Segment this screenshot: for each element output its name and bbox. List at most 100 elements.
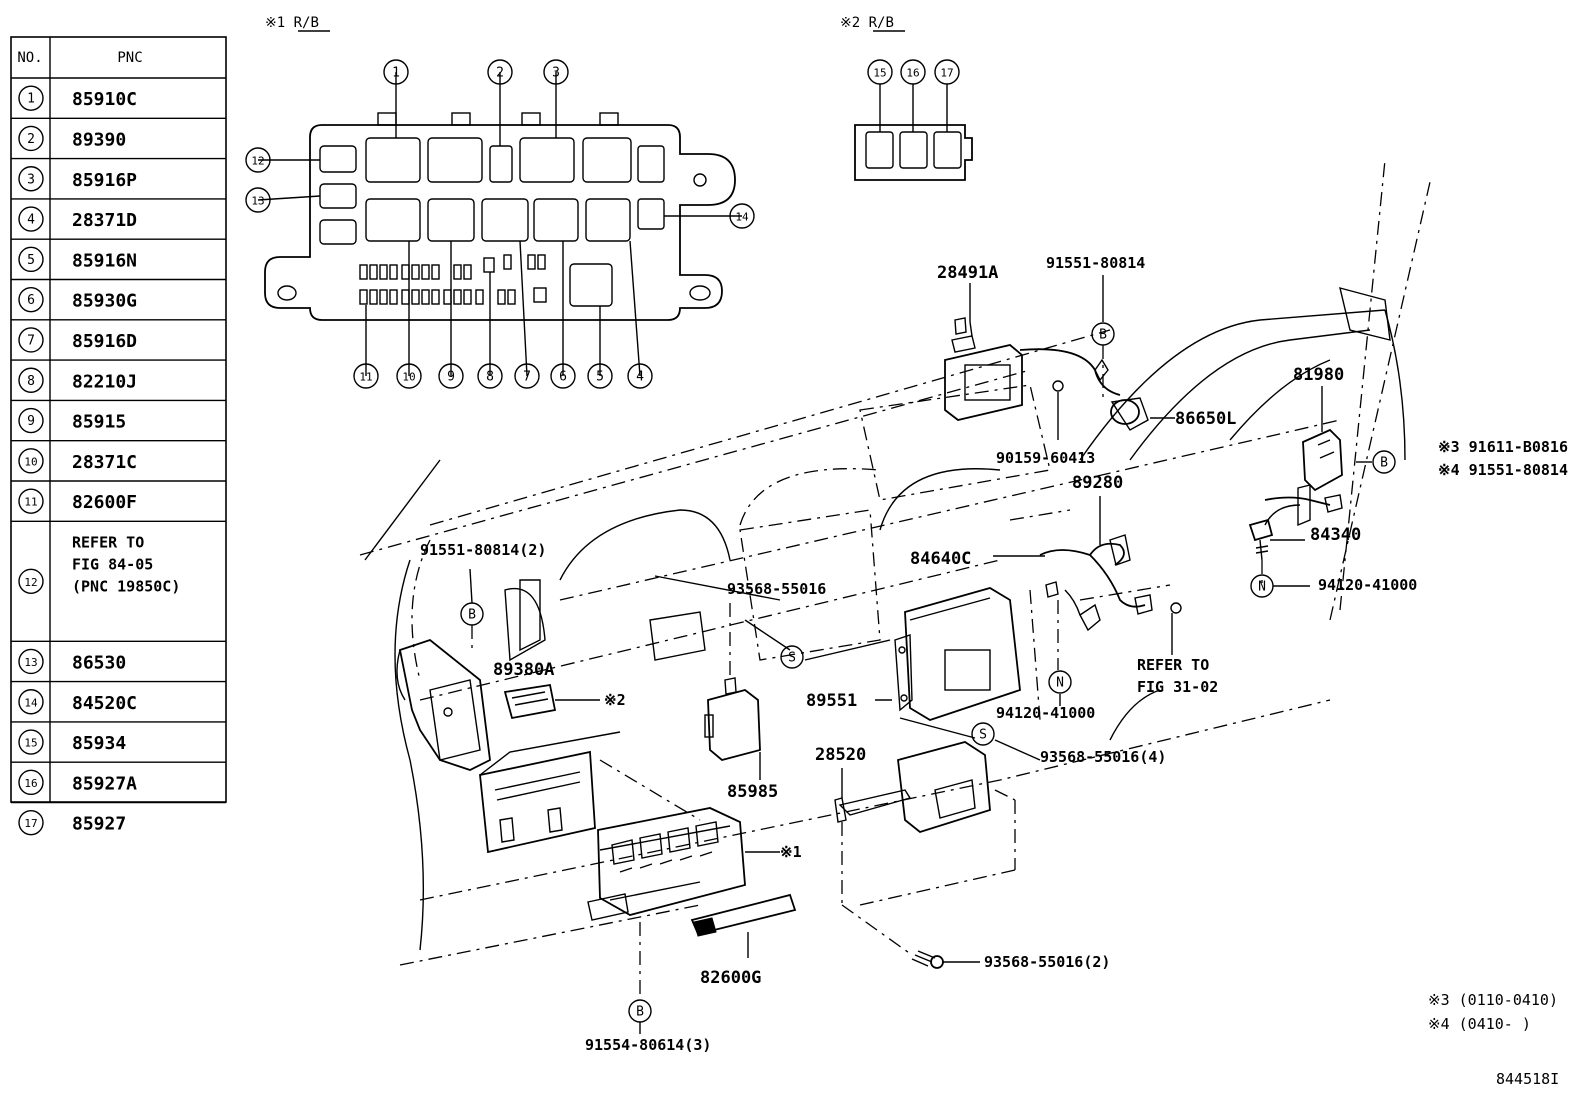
row-number-5-text: 5 — [27, 253, 35, 268]
marker-s-right-text: S — [979, 728, 987, 743]
label-28491A: 28491A — [937, 263, 998, 283]
rb1-callout-6: 6 — [550, 363, 576, 389]
row-number-14-text: 14 — [24, 696, 38, 709]
table-row: 9 85915 — [18, 407, 126, 434]
instrument-panel-outline — [359, 159, 1431, 966]
rb1-callout-14-text: 14 — [735, 211, 749, 224]
marker-b-bottom-text: B — [636, 1005, 644, 1020]
rb2-callout-16-text: 16 — [906, 67, 919, 80]
rb1-callout-10-text: 10 — [402, 371, 415, 384]
row-pnc: 82600F — [72, 492, 137, 513]
row-pnc: 85916D — [72, 331, 137, 352]
connector-81980 — [1264, 428, 1343, 527]
row-number-1: 1 — [18, 85, 44, 111]
module-85985 — [704, 677, 761, 761]
marker-b-right: B — [1372, 450, 1396, 474]
row-pnc: 85930G — [72, 291, 137, 312]
row-pnc: 28371C — [72, 452, 137, 473]
row-pnc: 85916P — [72, 170, 137, 191]
switch-84340 — [1248, 504, 1301, 561]
relay-block-2-part — [503, 683, 557, 720]
row-number-9: 9 — [18, 407, 44, 434]
row-pnc: 28371D — [72, 210, 137, 231]
row-number-5: 5 — [18, 246, 44, 273]
rb1-callout-12-text: 12 — [251, 155, 264, 168]
rb1-callout-13-text: 13 — [251, 195, 264, 208]
table-row: 16 85927A — [18, 769, 137, 796]
table-header-no: NO. — [17, 50, 42, 66]
strip-82600G — [690, 893, 797, 937]
row-number-4: 4 — [18, 206, 44, 232]
marker-s-mid: S — [780, 645, 804, 669]
label-84640C: 84640C — [910, 549, 971, 569]
note-x3: ※3 (0110-0410) — [1428, 991, 1558, 1009]
relay-block-1: ※1 R/B — [245, 15, 755, 389]
rb2-callout-16: 16 — [900, 59, 926, 85]
row-number-12-text: 12 — [24, 576, 37, 589]
row-number-16: 16 — [18, 769, 44, 796]
rb1-callout-12: 12 — [245, 147, 271, 173]
marker-s-mid-text: S — [788, 651, 796, 666]
rb1-callout-7: 7 — [514, 363, 540, 389]
rb1-callout-8-text: 8 — [486, 370, 494, 385]
relay-block-1-part — [587, 807, 746, 921]
figure-id: 844518I — [1496, 1070, 1559, 1088]
row-number-15-text: 15 — [24, 737, 37, 750]
label-94120-41000-right: 94120-41000 — [1318, 576, 1417, 594]
rb1-callout-13: 13 — [245, 187, 271, 213]
notes: ※3 (0110-0410) ※4 (0410- ) 844518I — [1428, 991, 1559, 1088]
row-number-13: 13 — [18, 648, 44, 675]
rb1-callout-6-text: 6 — [559, 370, 567, 385]
row-number-16-text: 16 — [24, 777, 37, 790]
label-93568-55016: 93568-55016 — [727, 580, 826, 598]
label-91551-80814-2: 91551-80814(2) — [420, 541, 546, 559]
row-pnc-line: (PNC 19850C) — [72, 577, 180, 595]
bolt-93568-55016-2 — [911, 950, 944, 969]
rb1-callout-5-text: 5 — [596, 370, 604, 385]
row-number-2: 2 — [18, 125, 44, 152]
marker-b-right-text: B — [1380, 456, 1388, 471]
rb1-callout-4: 4 — [627, 363, 653, 389]
row-pnc: 85910C — [72, 89, 137, 110]
row-pnc: 85915 — [72, 412, 126, 433]
rb2-callout-15: 15 — [867, 59, 893, 85]
bracket-relay-block — [479, 731, 621, 854]
marker-b-top: B — [1091, 322, 1115, 346]
rb1-callout-9-text: 9 — [447, 370, 455, 385]
label-94120-41000-mid: 94120-41000 — [996, 704, 1095, 722]
label-ref-x2: ※2 — [604, 691, 626, 709]
label-93568-55016-4: 93568-55016(4) — [1040, 748, 1166, 766]
row-number-9-text: 9 — [27, 414, 35, 429]
rb1-callout-10: 10 — [396, 363, 422, 389]
label-90159-60413: 90159-60413 — [996, 449, 1095, 467]
label-82600G: 82600G — [700, 968, 761, 988]
row-number-3-text: 3 — [27, 172, 35, 187]
rb1-callout-5: 5 — [587, 363, 613, 389]
rb1-callout-4-text: 4 — [636, 370, 644, 385]
marker-n-mid: N — [1048, 670, 1072, 694]
marker-n-right: N — [1250, 574, 1274, 598]
row-pnc: 82210J — [72, 371, 137, 392]
row-pnc: 85927A — [72, 773, 137, 794]
marker-b-left: B — [460, 602, 484, 626]
label-ref-x1: ※1 — [780, 843, 802, 861]
rb1-callout-3: 3 — [543, 59, 569, 85]
row-pnc: 86530 — [72, 652, 126, 673]
marker-b-top-text: B — [1099, 328, 1107, 343]
label-refer-fig-31-02: FIG 31-02 — [1137, 678, 1218, 696]
label-89380A: 89380A — [493, 660, 554, 680]
rb1-callout-8: 8 — [477, 363, 503, 389]
row-pnc: 89390 — [72, 129, 126, 150]
label-81980: 81980 — [1293, 365, 1344, 385]
label-86650L: 86650L — [1175, 409, 1236, 429]
row-number-15: 15 — [18, 729, 44, 755]
label-91554-80614-3: 91554-80614(3) — [585, 1036, 711, 1054]
